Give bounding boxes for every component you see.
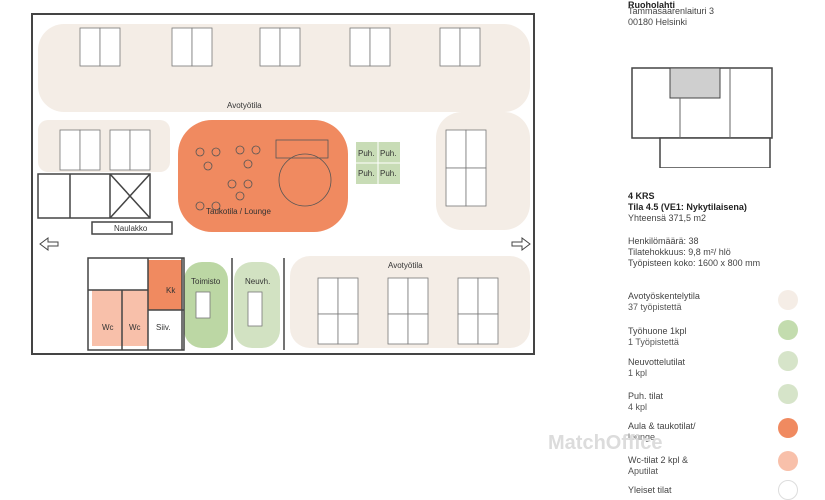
floor-plan: Avotyötila Avotyötila Taukotila / Lounge… — [31, 13, 535, 355]
legend-swatch-3 — [778, 384, 798, 404]
lounge-room — [178, 120, 348, 232]
legend-swatch-2 — [778, 351, 798, 371]
service-core — [37, 173, 285, 351]
lounge-furniture — [195, 139, 332, 211]
label-phone-2: Puh. — [380, 149, 396, 158]
desks-bottom — [317, 277, 499, 345]
legend-sub-0: 37 työpistettä — [628, 302, 682, 312]
label-open-top: Avotyötila — [227, 101, 262, 110]
efficiency: Tilatehokkuus: 9,8 m²/ hlö — [628, 247, 731, 257]
label-lounge: Taukotila / Lounge — [206, 207, 271, 216]
arrow-left-icon — [39, 237, 59, 251]
space-title: Tila 4.5 (VE1: Nykytilaisena) — [628, 202, 747, 212]
wc-room-1 — [92, 290, 122, 346]
label-cloakroom: Naulakko — [114, 224, 148, 233]
legend-title-2: Neuvottelutilat — [628, 357, 686, 367]
legend-swatch-4 — [778, 418, 798, 438]
arrow-right-icon — [511, 237, 531, 251]
label-phone-4: Puh. — [380, 169, 396, 178]
wc-room-2 — [122, 290, 148, 346]
open-area-top — [38, 24, 530, 112]
legend-title-0: Avotyöskentelytila — [628, 291, 700, 301]
key-plan — [631, 67, 773, 168]
label-wc-2: Wc — [129, 323, 141, 332]
legend-title-4: Aula & taukotilat/ — [628, 421, 696, 431]
desk-size: Työpisteen koko: 1600 x 800 mm — [628, 258, 761, 268]
label-cleaning: Siiv. — [156, 323, 171, 332]
legend-sub-5: Aputilat — [628, 466, 659, 476]
total-area: Yhteensä 371,5 m2 — [628, 213, 707, 223]
legend-sub-1: 1 Työpistettä — [628, 337, 679, 347]
address-line2: 00180 Helsinki — [628, 17, 688, 27]
persons: Henkilömäärä: 38 — [628, 236, 699, 246]
address-line1: Tammasaarenlaituri 3 — [628, 6, 715, 16]
watermark: MatchOffice — [548, 432, 663, 454]
legend-sub-2: 1 kpl — [628, 368, 648, 378]
legend-title-6: Yleiset tilat — [628, 485, 672, 495]
legend-sub-4: lounge — [628, 432, 656, 442]
label-kitchen: Kk — [166, 286, 176, 295]
legend-sub-3: 4 kpl — [628, 402, 648, 412]
label-wc-1: Wc — [102, 323, 114, 332]
label-phone-1: Puh. — [358, 149, 374, 158]
legend-title-1: Työhuone 1kpl — [628, 326, 687, 336]
kitchen-room — [148, 260, 182, 310]
label-open-bottom: Avotyötila — [388, 261, 423, 270]
legend-swatch-5 — [778, 451, 798, 471]
legend-swatch-6 — [778, 480, 798, 500]
outer-wall — [31, 13, 535, 355]
label-phone-3: Puh. — [358, 169, 374, 178]
legend-swatch-0 — [778, 290, 798, 310]
legend-swatch-1 — [778, 320, 798, 340]
floor-label: 4 KRS — [628, 191, 655, 201]
building-name: Ruoholahti — [628, 0, 675, 10]
label-meeting: Neuvh. — [245, 277, 270, 286]
label-office: Toimisto — [191, 277, 221, 286]
legend-title-5: Wc-tilat 2 kpl & — [628, 455, 689, 465]
desks-top — [59, 27, 487, 207]
legend-title-3: Puh. tilat — [628, 391, 664, 401]
info-panel — [600, 0, 825, 500]
